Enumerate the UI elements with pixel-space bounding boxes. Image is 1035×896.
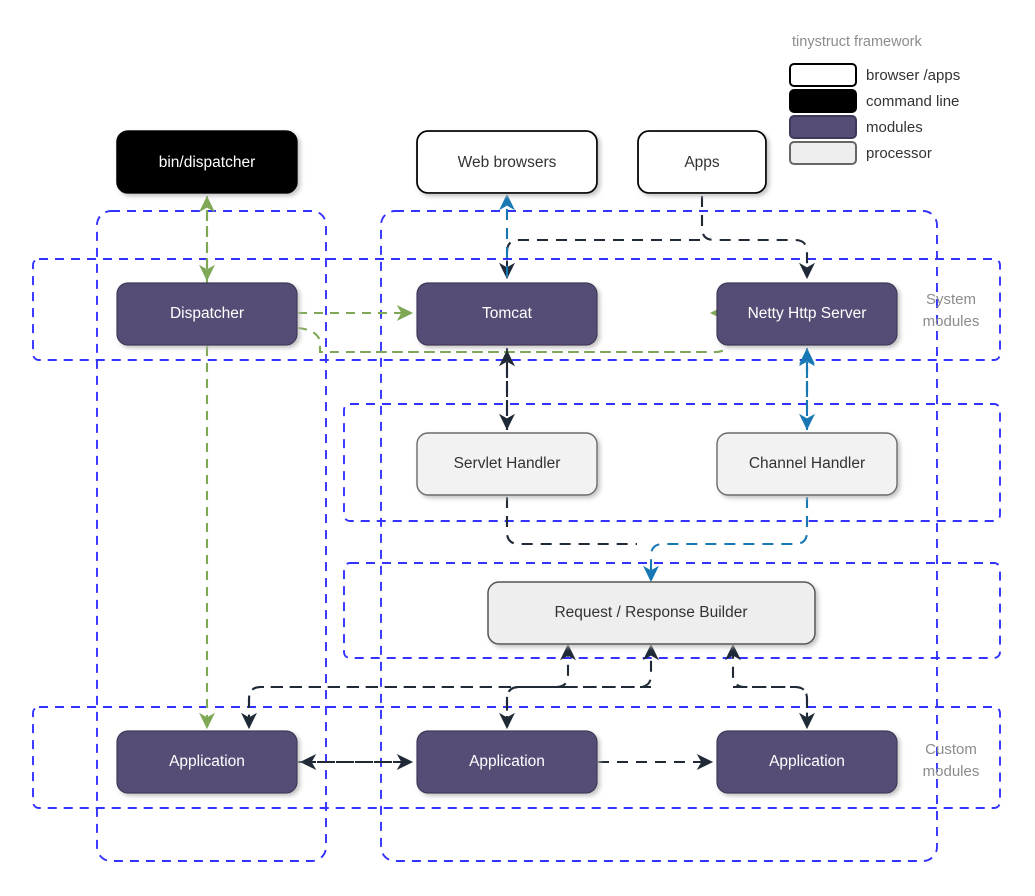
servlet-handler-box[interactable] [416,432,598,496]
node-application-center[interactable]: Application [416,730,598,794]
swatch-white-icon [789,63,857,87]
container-handlers-row [343,403,1001,522]
apps-box[interactable] [637,130,767,194]
node-tomcat[interactable]: Tomcat [416,282,598,346]
arrow-application-center-to-builder [505,643,659,727]
container-custom-modules-row [32,706,1001,809]
container-builder-row [343,562,1001,659]
bin-dispatcher-box[interactable] [116,130,298,194]
apps-label: Apps [684,154,720,171]
application-left-label: Application [169,753,245,770]
node-channel-handler[interactable]: Channel Handler [716,432,898,496]
legend-title: tinystruct framework [792,34,922,50]
netty-http-server-box[interactable] [716,282,898,346]
application-right-label: Application [769,753,845,770]
application-center-label: Application [469,753,545,770]
legend-item-browser-apps: browser /apps [789,63,960,87]
node-dispatcher[interactable]: Dispatcher [116,282,298,346]
legend-item-modules: modules [789,115,923,139]
channel-handler-label: Channel Handler [749,455,865,472]
node-netty-http-server[interactable]: Netty Http Server [716,282,898,346]
node-servlet-handler[interactable]: Servlet Handler [416,432,598,496]
arrow-builder-to-application-right [733,685,815,730]
container-right-column [380,210,938,862]
node-application-left[interactable]: Application [116,730,298,794]
swatch-gray-icon [789,141,857,165]
node-web-browsers[interactable]: Web browsers [416,130,598,194]
legend-label-browser-apps: browser /apps [866,67,960,84]
dispatcher-label: Dispatcher [170,305,244,322]
group-label-system-modules: System [926,291,976,308]
legend: tinystruct framework browser /apps comma… [789,34,960,165]
node-apps[interactable]: Apps [637,130,767,194]
legend-item-command-line: command line [789,89,959,113]
arrow-builder-to-application-left [241,685,568,730]
swatch-black-icon [789,89,857,113]
container-system-modules-row [32,258,1001,361]
web-browsers-box[interactable] [416,130,598,194]
request-response-builder-box[interactable] [487,581,816,645]
tomcat-box[interactable] [416,282,598,346]
group-label-system-modules-2: modules [923,313,980,330]
dispatcher-box[interactable] [116,282,298,346]
connector-dark-group [241,196,815,770]
netty-http-server-label: Netty Http Server [748,305,867,322]
application-left-box[interactable] [116,730,298,794]
bin-dispatcher-label: bin/dispatcher [159,154,256,171]
web-browsers-label: Web browsers [458,154,557,171]
legend-item-processor: processor [789,141,932,165]
node-bin-dispatcher[interactable]: bin/dispatcher [116,130,298,194]
tomcat-label: Tomcat [482,305,533,322]
servlet-handler-label: Servlet Handler [454,455,561,472]
request-response-builder-label: Request / Response Builder [554,604,747,621]
group-label-custom-modules: Custom [925,741,977,758]
legend-label-processor: processor [866,145,932,162]
application-right-box[interactable] [716,730,898,794]
connector-blue-group [499,193,815,583]
legend-label-command-line: command line [866,93,959,110]
application-center-box[interactable] [416,730,598,794]
arrow-builder-to-application-center [499,685,651,730]
channel-handler-box[interactable] [716,432,898,496]
legend-label-modules: modules [866,119,923,136]
arrow-apps-branch-to-netty [700,196,815,280]
swatch-purple-icon [789,115,857,139]
node-application-right[interactable]: Application [716,730,898,794]
arrow-servlet-handler-to-builder [505,497,637,546]
group-label-custom-modules-2: modules [923,763,980,780]
node-request-response-builder[interactable]: Request / Response Builder [487,581,816,645]
arrow-channel-handler-to-builder [643,497,809,583]
container-group [32,210,1001,862]
